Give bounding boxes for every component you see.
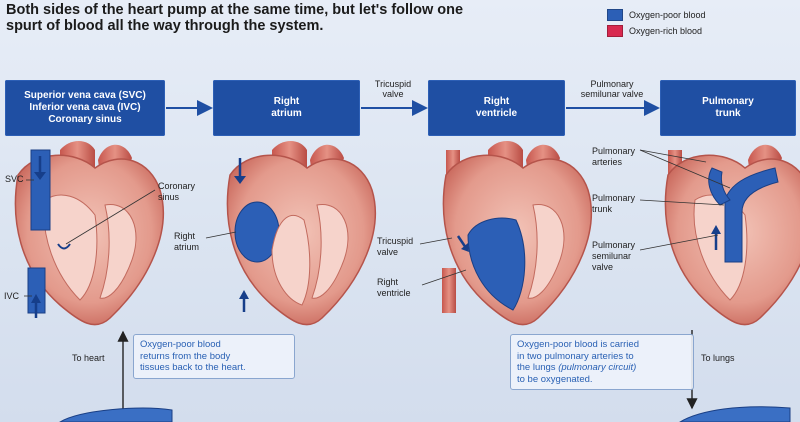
callout-pulmonary-trunk-line-1: Pulmonary — [592, 193, 636, 203]
flow-box-vena-cava: Superior vena cava (SVC) Inferior vena c… — [5, 80, 165, 136]
callout-pulmonary-trunk: Pulmonary trunk — [592, 193, 635, 215]
legend: Oxygen-poor blood Oxygen-rich blood — [607, 9, 706, 37]
note-left-line-2: returns from the body — [140, 350, 231, 362]
flow-box-vena-cava-line-2: Inferior vena cava (IVC) — [29, 102, 141, 113]
callout-coronary-sinus-line-2: sinus — [158, 192, 180, 202]
flow-box-right-atrium-line-1: Right — [273, 96, 300, 107]
flow-box-right-ventricle-line-2: ventricle — [475, 108, 518, 119]
callout-svc: SVC — [5, 174, 24, 184]
callout-pulmonary-semilunar-valve-line-1: Pulmonary — [592, 240, 636, 250]
arrow-label-tricuspid: Tricuspid valve — [362, 79, 424, 99]
vessel-bottom-right — [679, 406, 791, 422]
heart-2 — [226, 141, 376, 326]
flow-box-pulmonary-trunk-line-1: Pulmonary — [702, 96, 754, 107]
flow-box-vena-cava-line-3: Coronary sinus — [48, 114, 122, 125]
leader-lines — [24, 149, 731, 297]
legend-label-oxygen-rich: Oxygen-rich blood — [629, 26, 703, 36]
callout-pulmonary-semilunar-valve: Pulmonary semilunar valve — [592, 240, 635, 273]
arrow-label-tricuspid-line-2: valve — [382, 89, 404, 99]
arrow-label-pulmonary-semilunar-line-1: Pulmonary — [590, 79, 634, 89]
legend-swatch-oxygen-poor — [607, 9, 623, 21]
callout-right-ventricle-line-1: Right — [377, 277, 399, 287]
flow-box-right-atrium-line-2: atrium — [271, 108, 302, 119]
callout-right-atrium-line-1: Right — [174, 231, 196, 241]
arrow-label-pulmonary-semilunar-line-2: semilunar valve — [580, 89, 644, 99]
headline-line-2: spurt of blood all the way through the s… — [6, 18, 324, 34]
callout-tricuspid-valve: Tricuspid valve — [377, 236, 413, 258]
callout-pulmonary-arteries-line-2: arteries — [592, 157, 623, 167]
heart-3 — [442, 141, 592, 326]
legend-swatch-oxygen-rich — [607, 25, 623, 37]
heart-1 — [14, 141, 164, 326]
headline-line-1: Both sides of the heart pump at the same… — [6, 2, 464, 18]
note-right-line-1: Oxygen-poor blood is carried — [517, 339, 639, 350]
flow-box-vena-cava-line-1: Superior vena cava (SVC) — [24, 90, 146, 101]
note-right-line-2: in two pulmonary arteries to — [517, 350, 634, 362]
flow-box-right-ventricle-line-1: Right — [483, 96, 510, 107]
note-left-line-1: Oxygen-poor blood — [140, 339, 221, 350]
vessel-bottom-left — [59, 407, 173, 422]
note-oxygen-poor-returns: Oxygen-poor blood returns from the body … — [133, 334, 295, 379]
note-right-line-4: to be oxygenated. — [517, 373, 593, 385]
arrow-label-pulmonary-semilunar: Pulmonary semilunar valve — [567, 79, 657, 99]
callout-pulmonary-arteries: Pulmonary arteries — [592, 146, 635, 168]
legend-label-oxygen-poor: Oxygen-poor blood — [629, 10, 706, 20]
legend-item-oxygen-poor: Oxygen-poor blood — [607, 9, 706, 21]
callout-tricuspid-valve-line-2: valve — [377, 247, 399, 257]
to-heart-label: To heart — [72, 353, 105, 363]
flow-box-pulmonary-trunk: Pulmonary trunk — [660, 80, 796, 136]
arrow-label-tricuspid-line-1: Tricuspid — [374, 79, 412, 89]
callout-right-atrium: Right atrium — [174, 231, 199, 253]
callout-right-atrium-line-2: atrium — [174, 242, 200, 252]
flow-box-right-ventricle: Right ventricle — [428, 80, 565, 136]
note-pulmonary-circuit: Oxygen-poor blood is carried in two pulm… — [510, 334, 694, 390]
callout-coronary-sinus: Coronary sinus — [158, 181, 195, 203]
callout-pulmonary-semilunar-valve-line-3: valve — [592, 262, 614, 272]
flow-box-right-atrium: Right atrium — [213, 80, 360, 136]
heart-4 — [664, 144, 800, 326]
callout-right-ventricle: Right ventricle — [377, 277, 411, 299]
headline: Both sides of the heart pump at the same… — [6, 2, 526, 34]
note-right-line-3a: the lungs — [517, 362, 559, 373]
callout-pulmonary-semilunar-valve-line-2: semilunar — [592, 251, 632, 261]
callout-coronary-sinus-line-1: Coronary — [158, 181, 196, 191]
callout-tricuspid-valve-line-1: Tricuspid — [377, 236, 414, 246]
legend-item-oxygen-rich: Oxygen-rich blood — [607, 25, 706, 37]
callout-right-ventricle-line-2: ventricle — [377, 288, 411, 298]
flow-box-pulmonary-trunk-line-2: trunk — [715, 108, 741, 119]
callout-pulmonary-trunk-line-2: trunk — [592, 204, 613, 214]
note-left-line-3: tissues back to the heart. — [140, 362, 246, 373]
callout-pulmonary-arteries-line-1: Pulmonary — [592, 146, 636, 156]
note-right-line-3b: (pulmonary circuit) — [558, 362, 637, 373]
callout-ivc: IVC — [4, 291, 20, 301]
note-right-line-3: the lungs (pulmonary circuit) — [517, 362, 687, 374]
to-lungs-label: To lungs — [701, 353, 735, 363]
